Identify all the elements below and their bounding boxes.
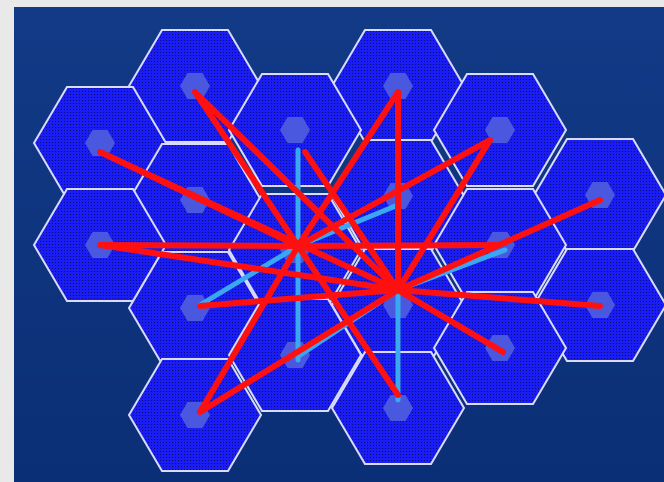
- red-link: [100, 245, 298, 246]
